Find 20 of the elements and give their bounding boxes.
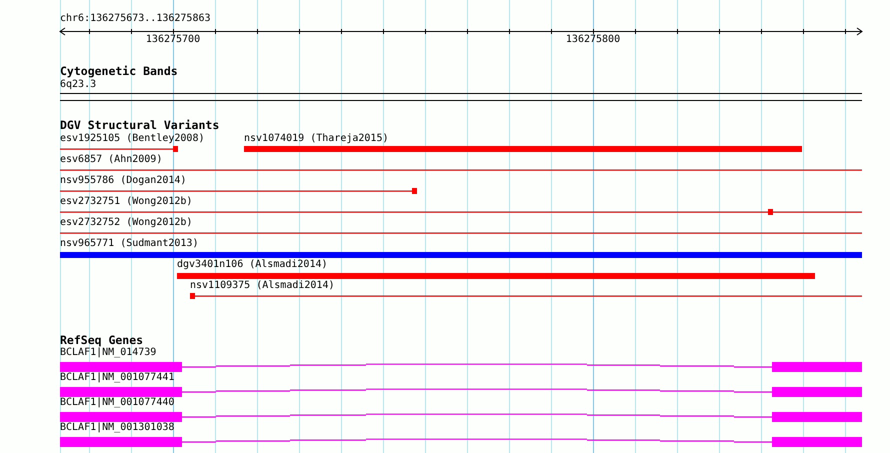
- variant-label: nsv955786 (Dogan2014): [60, 176, 186, 186]
- variant-label: esv1925105 (Bentley2008): [60, 134, 204, 144]
- variant-label: dgv3401n106 (Alsmadi2014): [177, 260, 328, 270]
- track-title: RefSeq Genes: [60, 335, 144, 346]
- transcript-label: BCLAF1|NM_001301038: [60, 423, 174, 433]
- transcript-label: BCLAF1|NM_014739: [60, 348, 156, 358]
- variant-label: esv6857 (Ahn2009): [60, 155, 162, 165]
- variant-label: nsv965771 (Sudmant2013): [60, 239, 198, 249]
- track-title: Cytogenetic Bands: [60, 66, 178, 78]
- region-label: chr6:136275673..136275863: [60, 14, 211, 24]
- tick-label: 136275800: [566, 35, 620, 45]
- variant-label: nsv1074019 (Thareja2015): [244, 134, 388, 144]
- transcript-label: BCLAF1|NM_001077441: [60, 373, 174, 383]
- variant-label: esv2732751 (Wong2012b): [60, 197, 192, 207]
- transcript-label: BCLAF1|NM_001077440: [60, 398, 174, 408]
- band-label: 6q23.3: [60, 80, 96, 90]
- tick-label: 136275700: [146, 35, 200, 45]
- variant-label: esv2732752 (Wong2012b): [60, 218, 192, 228]
- variant-label: nsv1109375 (Alsmadi2014): [190, 281, 334, 291]
- track-title: DGV Structural Variants: [60, 120, 220, 132]
